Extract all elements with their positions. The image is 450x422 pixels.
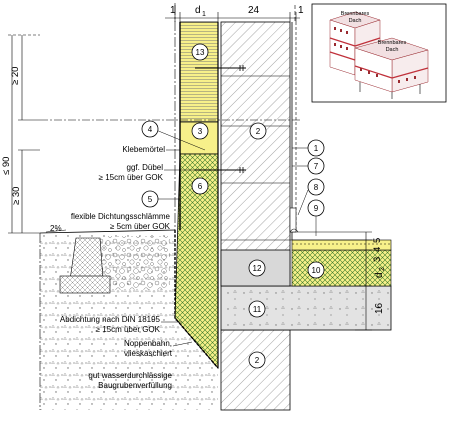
inset-label-top-1: Brennbares [341,11,370,17]
dim-top-d1-sub: 1 [202,11,206,18]
label-dichtung-2: ≥ 5cm über GOK [110,222,171,231]
svg-text:6: 6 [198,182,203,191]
svg-text:13: 13 [196,48,205,57]
dimple-membrane [174,230,219,369]
label-duebel-2: ≥ 15cm über GOK [99,173,164,182]
marker-2-upper: 2 [249,122,267,140]
label-noppen-2: vlieskaschiert [124,349,173,358]
marker-5: 5 [141,190,180,208]
marker-2-lower: 2 [248,351,266,369]
slope-label: 2% [50,224,62,233]
dim-right-5: 5 [372,238,383,243]
marker-3: 3 [191,122,209,140]
marker-12: 12 [248,259,266,277]
anchor-dowels [195,65,246,173]
marker-8: 8 [297,178,325,216]
slope-arrow [45,229,67,233]
marker-11: 11 [248,300,266,318]
dim-left-le90: ≤ 90 [1,157,12,175]
insulation-layers [174,21,219,370]
annotation-labels: Klebemörtel ggf. Dübel ≥ 15cm über GOK f… [60,145,195,390]
label-abdichtung-1: Abdichtung nach DIN 18195 [60,315,161,324]
svg-text:5: 5 [148,195,153,204]
label-duebel-1: ggf. Dübel [127,163,164,172]
svg-text:8: 8 [314,183,319,192]
svg-text:4: 4 [148,125,153,134]
svg-text:12: 12 [253,264,262,273]
skirting-upstand [289,207,297,233]
dim-top-d1: d [195,5,201,16]
marker-7: 7 [292,157,325,175]
label-abdichtung-2: ≥ 15cm über GOK [96,325,161,334]
label-klebemoertel: Klebemörtel [122,145,165,154]
drain-gravel-block [59,237,111,294]
label-verfuell-1: gut wasserdurchlässige [88,371,172,380]
left-dimensions: ≥ 20 ≤ 90 ≥ 30 [1,34,40,234]
label-verfuell-2: Baugrubenverfüllung [98,381,172,390]
dim-top-24: 24 [248,5,260,16]
svg-text:10: 10 [312,266,321,275]
inset-label-right-2: Dach [386,47,399,53]
dim-left-ge20: ≥ 20 [10,67,21,85]
dim-right-4: 4 [372,247,383,252]
svg-text:1: 1 [314,144,319,153]
marker-13: 13 [191,43,209,61]
dim-right-d2: d [374,272,385,278]
label-noppen-1: Noppenbahn, [124,339,172,348]
svg-text:2: 2 [255,356,260,365]
svg-text:3: 3 [198,127,203,136]
dim-left-ge30: ≥ 30 [11,187,22,205]
inset-label-top-2: Dach [349,18,362,24]
building-inset: Brennbares Dach Brennbares Dach [311,3,447,103]
sealant-joint [289,228,299,233]
marker-6: 6 [191,177,209,195]
marker-9: 9 [307,199,325,236]
svg-text:2: 2 [256,127,261,136]
svg-text:7: 7 [314,162,319,171]
axis-lines [39,5,296,410]
dim-right-d2-sub: 2 [379,267,386,271]
marker-1: 1 [292,139,325,157]
top-dimensions: 1 d 1 24 1 [165,3,304,22]
marker-10: 10 [307,261,325,279]
dim-top-right-1: 1 [298,5,304,16]
dim-top-left-1: 1 [170,5,176,16]
right-dimensions: 4 5 3 d 2 16 [290,231,386,331]
masonry-wall [220,21,291,411]
svg-text:11: 11 [253,305,262,314]
dim-right-16: 16 [374,302,385,314]
dim-right-3: 3 [372,257,383,262]
floor-slab [220,285,392,331]
inset-label-right-1: Brennbares [378,40,407,46]
svg-text:9: 9 [314,204,319,213]
marker-4: 4 [141,120,206,151]
label-dichtung-1: flexible Dichtungsschlämme [71,212,171,221]
